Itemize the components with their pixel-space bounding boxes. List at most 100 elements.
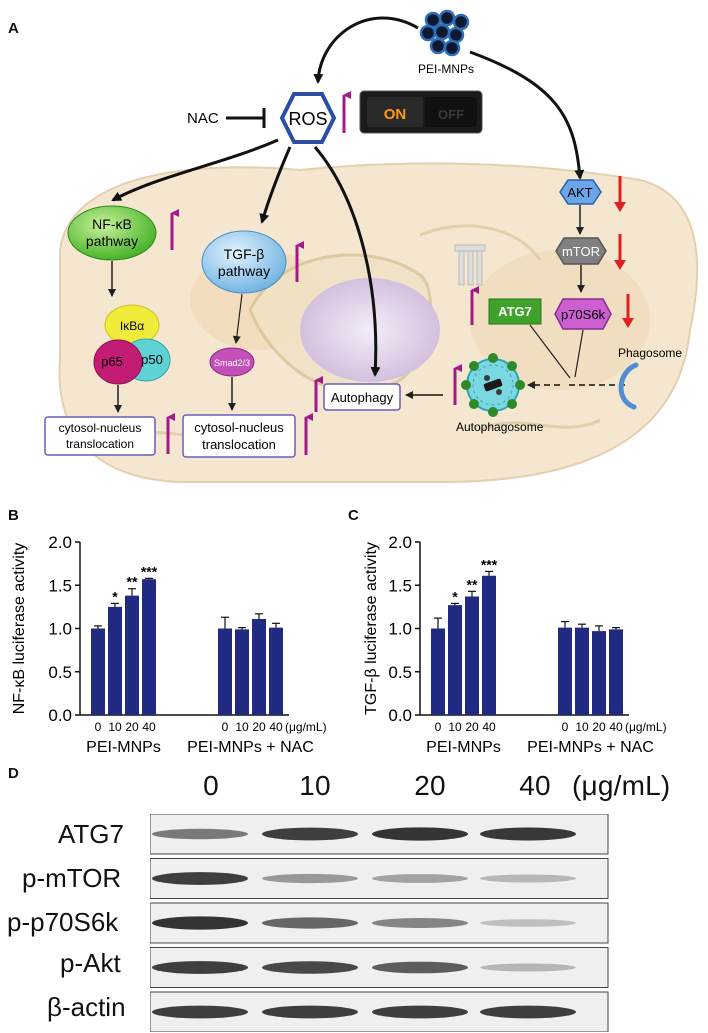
p70s6k-label: p70S6k bbox=[561, 307, 606, 322]
arrow-ros-to-nfkb bbox=[111, 138, 279, 202]
blot-label-atg7: ATG7 bbox=[58, 819, 124, 849]
chart-b-bar bbox=[142, 579, 156, 715]
blot-band bbox=[372, 961, 468, 974]
chart-c-bar bbox=[575, 627, 589, 715]
chart-c-y-tick-label: 1.0 bbox=[388, 620, 412, 639]
p65-protein bbox=[93, 339, 143, 385]
chart-b-bar bbox=[108, 606, 122, 715]
chart-c-y-tick-label: 0.5 bbox=[388, 663, 412, 682]
smad-protein bbox=[209, 347, 255, 377]
blot-label-p-akt: p-Akt bbox=[60, 948, 121, 978]
chart-c-bar bbox=[482, 575, 496, 715]
phagosome-label: Phagosome bbox=[618, 346, 682, 360]
blot-band bbox=[152, 1005, 248, 1019]
golgi-column bbox=[454, 244, 486, 286]
autophagy-box bbox=[323, 383, 401, 411]
panel-label-a: A bbox=[8, 20, 19, 37]
chart-b-bar bbox=[125, 595, 139, 715]
arrow-mnps-to-ros bbox=[313, 16, 419, 84]
atg7-label: ATG7 bbox=[498, 304, 532, 319]
chart-c-x-tick-label: 10 bbox=[575, 720, 589, 734]
chart-c-significance-label: *** bbox=[481, 556, 498, 572]
chart-b-bar bbox=[235, 629, 249, 715]
chart-c-y-axis-label: TGF-β luciferase activity bbox=[363, 542, 380, 715]
blot-band bbox=[262, 917, 358, 929]
chart-b-x-tick-label: 20 bbox=[252, 720, 266, 734]
chart-c-y-tick-label: 0.0 bbox=[388, 706, 412, 725]
nfkb-pathway-label: pathway bbox=[86, 233, 138, 249]
blot-band bbox=[262, 961, 358, 974]
p65-label: p65 bbox=[101, 354, 123, 369]
akt-down-arrowhead bbox=[614, 202, 626, 212]
blot-band bbox=[372, 827, 468, 841]
chart-c-significance-label: ** bbox=[467, 576, 478, 592]
nfkb-translocation-line2: translocation bbox=[66, 437, 134, 451]
mtor-down-arrowhead bbox=[614, 260, 626, 270]
chart-c-x-tick-label: 40 bbox=[609, 720, 623, 734]
western-blot-panel: 0 10 20 40 (μg/mL) ATG7 p-mTOR p-p70S6k … bbox=[0, 770, 708, 1033]
panel-label-c: C bbox=[348, 507, 359, 524]
chart-b-bar bbox=[218, 628, 232, 715]
chart-c-significance-label: * bbox=[452, 588, 458, 604]
switch-on-label: ON bbox=[384, 106, 407, 123]
chart-c-bar bbox=[448, 605, 462, 715]
chart-c-x-tick-label: 10 bbox=[448, 720, 462, 734]
mtor-node bbox=[555, 237, 607, 265]
chart-b-x-tick-label: 40 bbox=[269, 720, 283, 734]
blot-band bbox=[480, 1005, 576, 1019]
blot-band bbox=[262, 1005, 358, 1019]
blot-band bbox=[152, 961, 248, 974]
blot-label-p-mtor: p-mTOR bbox=[22, 863, 122, 893]
lane-label-10: 10 bbox=[299, 770, 331, 801]
chart-b-group-label: PEI-MNPs bbox=[86, 739, 161, 756]
pei-mnps-cluster bbox=[419, 9, 470, 57]
chart-b-significance-label: *** bbox=[141, 563, 158, 579]
tgfb-translocation-line2: translocation bbox=[202, 437, 276, 452]
autophagy-label: Autophagy bbox=[331, 390, 394, 405]
p70s6k-down-arrowhead bbox=[622, 318, 634, 328]
blot-label-p-p70s6k: p-p70S6k bbox=[7, 907, 119, 937]
tgfb-pathway-label: pathway bbox=[218, 263, 270, 279]
chart-b-x-tick-label: 0 bbox=[95, 720, 102, 734]
chart-c-bar bbox=[558, 627, 572, 715]
blot-band bbox=[372, 918, 468, 928]
chart-c-unit-label: (μg/mL) bbox=[625, 720, 667, 734]
arrow-ros-to-tgfb bbox=[259, 146, 292, 224]
chart-c-group-label: PEI-MNPs + NAC bbox=[527, 739, 654, 756]
chart-c-group-label: PEI-MNPs bbox=[426, 739, 501, 756]
chart-c-bar bbox=[609, 629, 623, 715]
ros-label: ROS bbox=[288, 109, 327, 129]
nfkb-pathway-node bbox=[67, 205, 157, 261]
blot-image bbox=[150, 814, 609, 1032]
chart-c-x-tick-label: 40 bbox=[482, 720, 496, 734]
blot-band bbox=[480, 919, 576, 927]
p50-label: p50 bbox=[141, 352, 163, 367]
chart-c-bar bbox=[465, 596, 479, 715]
on-off-switch: ON OFF bbox=[359, 90, 483, 134]
blot-label-beta-actin: β-actin bbox=[47, 992, 126, 1022]
chart-b-significance-label: ** bbox=[127, 574, 138, 590]
chart-b-bar bbox=[91, 628, 105, 715]
blot-band bbox=[262, 873, 358, 884]
ikba-label: IκBα bbox=[120, 319, 144, 333]
phagosome-membrane bbox=[618, 362, 639, 410]
chart-c-bar bbox=[431, 628, 445, 715]
chart-b-unit-label: (μg/mL) bbox=[285, 720, 327, 734]
chart-c-x-tick-label: 0 bbox=[435, 720, 442, 734]
mtor-label: mTOR bbox=[562, 244, 600, 259]
pei-mnps-label: PEI-MNPs bbox=[418, 62, 474, 76]
smad-label: Smad2/3 bbox=[214, 358, 250, 368]
tgfb-pathway-node bbox=[201, 230, 287, 294]
blot-band bbox=[152, 916, 248, 930]
blot-band bbox=[480, 827, 576, 841]
chart-b-bar bbox=[269, 627, 283, 715]
akt-node bbox=[559, 179, 602, 205]
ros-hexagon bbox=[279, 92, 337, 144]
chart-b-x-tick-label: 0 bbox=[222, 720, 229, 734]
chart-c-x-tick-label: 20 bbox=[592, 720, 606, 734]
chart-b-y-axis-label: NF-κB luciferase activity bbox=[11, 543, 28, 715]
chart-b-y-tick-label: 2.0 bbox=[48, 533, 72, 552]
tgfb-translocation-line1: cytosol-nucleus bbox=[194, 420, 284, 435]
autophagosome-vesicle bbox=[461, 353, 525, 417]
